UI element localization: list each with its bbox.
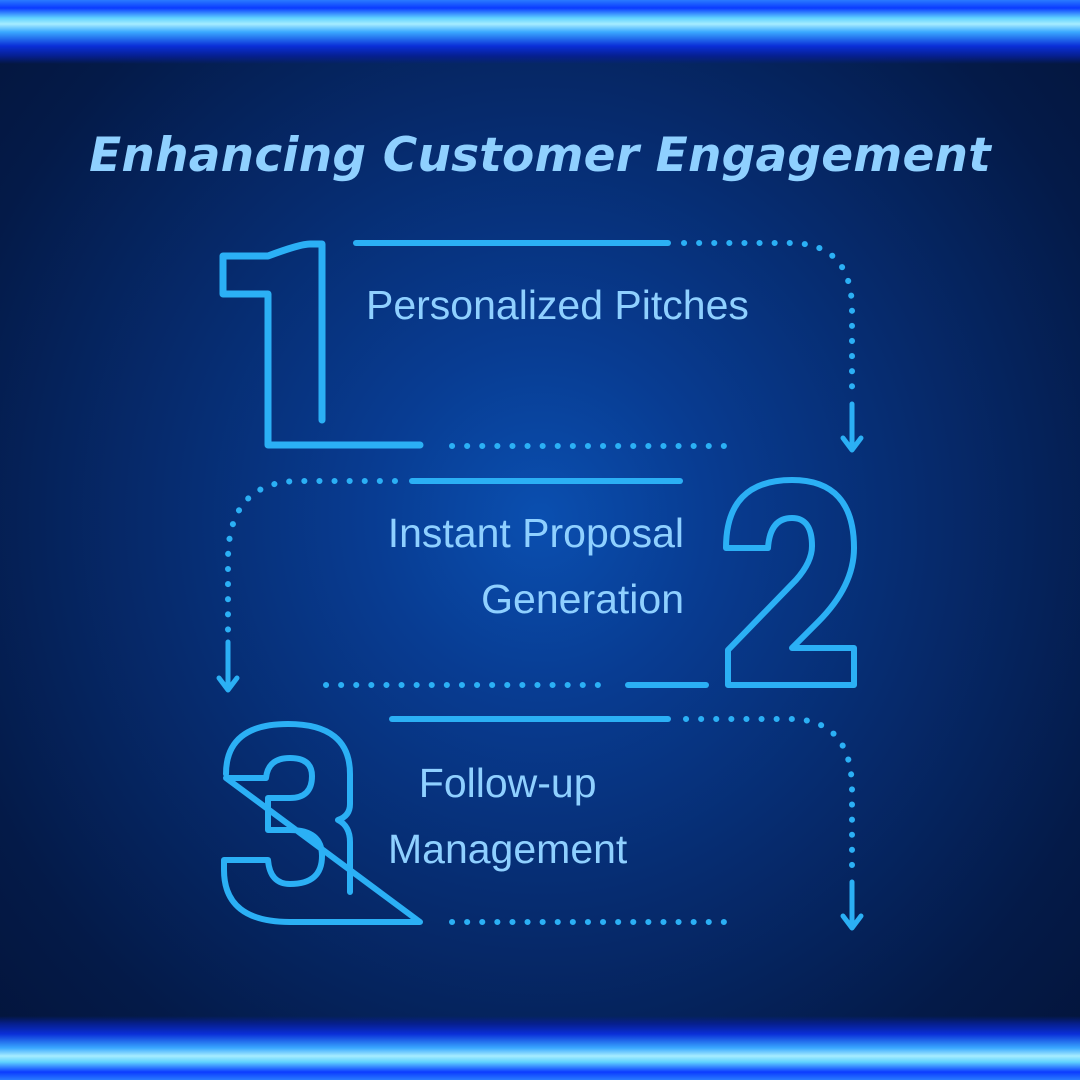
step-1-label-line-1: Personalized Pitches [366, 282, 749, 328]
top-glow-bar [0, 0, 1080, 64]
bottom-glow-bar [0, 1016, 1080, 1080]
step-2-arrow [216, 639, 240, 693]
step-2-label-line-2: Generation [481, 576, 684, 622]
step-1-numeral [219, 240, 424, 449]
step-2-numeral [723, 477, 857, 688]
step-3-arrow [840, 879, 864, 931]
step-2-label-line-1: Instant Proposal [387, 510, 684, 556]
step-3-label: Follow-up Management [388, 750, 627, 882]
step-3-label-line-2: Management [388, 826, 628, 872]
step-3-dotted-arc [683, 716, 855, 873]
step-2-dotted-arc [225, 478, 398, 633]
step-3-numeral [221, 721, 423, 925]
step-1-arrow [840, 401, 864, 453]
step-1-label: Personalized Pitches [366, 272, 749, 338]
step-3-label-line-1: Follow-up [418, 760, 597, 806]
page-title: Enhancing Customer Engagement [89, 128, 991, 183]
step-2-label: Instant Proposal Generation [388, 500, 684, 632]
